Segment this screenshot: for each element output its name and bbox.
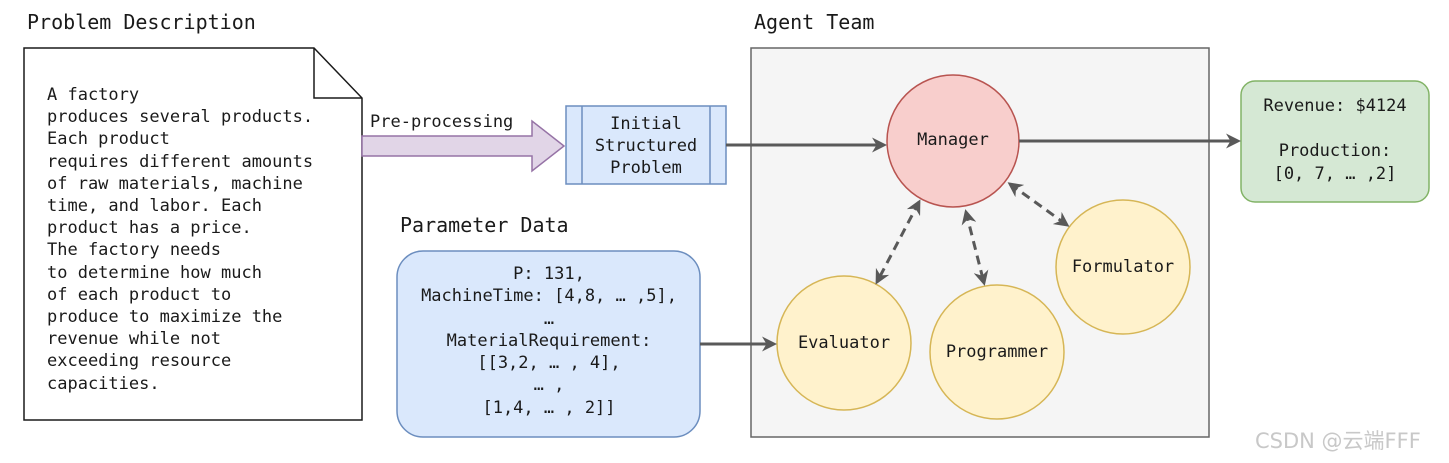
evaluator-node xyxy=(776,275,912,411)
result-text: Revenue: $4124 Production: [0, 7, … ,2] xyxy=(1263,96,1407,184)
preprocessing-label: Pre-processing xyxy=(370,112,514,132)
manager-label: Manager xyxy=(917,130,989,150)
document-fold xyxy=(313,48,362,99)
result-box xyxy=(1240,80,1430,203)
parameter-data-title: Parameter Data xyxy=(400,213,569,237)
structured-problem-label: Initial Structured Problem xyxy=(594,114,698,178)
manager-programmer-dashed-arrow xyxy=(961,209,989,286)
agent-team-title: Agent Team xyxy=(754,10,875,34)
parameter-data-text: P: 131, MachineTime: [4,8, … ,5], … Mate… xyxy=(421,264,677,418)
problem-description-title: Problem Description xyxy=(27,10,256,34)
programmer-label: Programmer xyxy=(945,342,1049,362)
watermark: CSDN @云端FFF xyxy=(1255,429,1421,453)
evaluator-label: Evaluator xyxy=(797,333,891,353)
problem-document-shape xyxy=(23,47,363,421)
manager-formulator-dashed-arrow xyxy=(1007,182,1070,227)
preprocessing-arrow xyxy=(361,119,566,173)
formulator-node xyxy=(1055,199,1191,335)
programmer-node xyxy=(929,284,1065,420)
formulator-label: Formulator xyxy=(1071,257,1175,277)
manager-evaluator-dashed-arrow xyxy=(875,199,921,285)
problem-description-text: A factory produces several products. Eac… xyxy=(47,85,314,394)
structured-problem-box xyxy=(565,105,727,185)
